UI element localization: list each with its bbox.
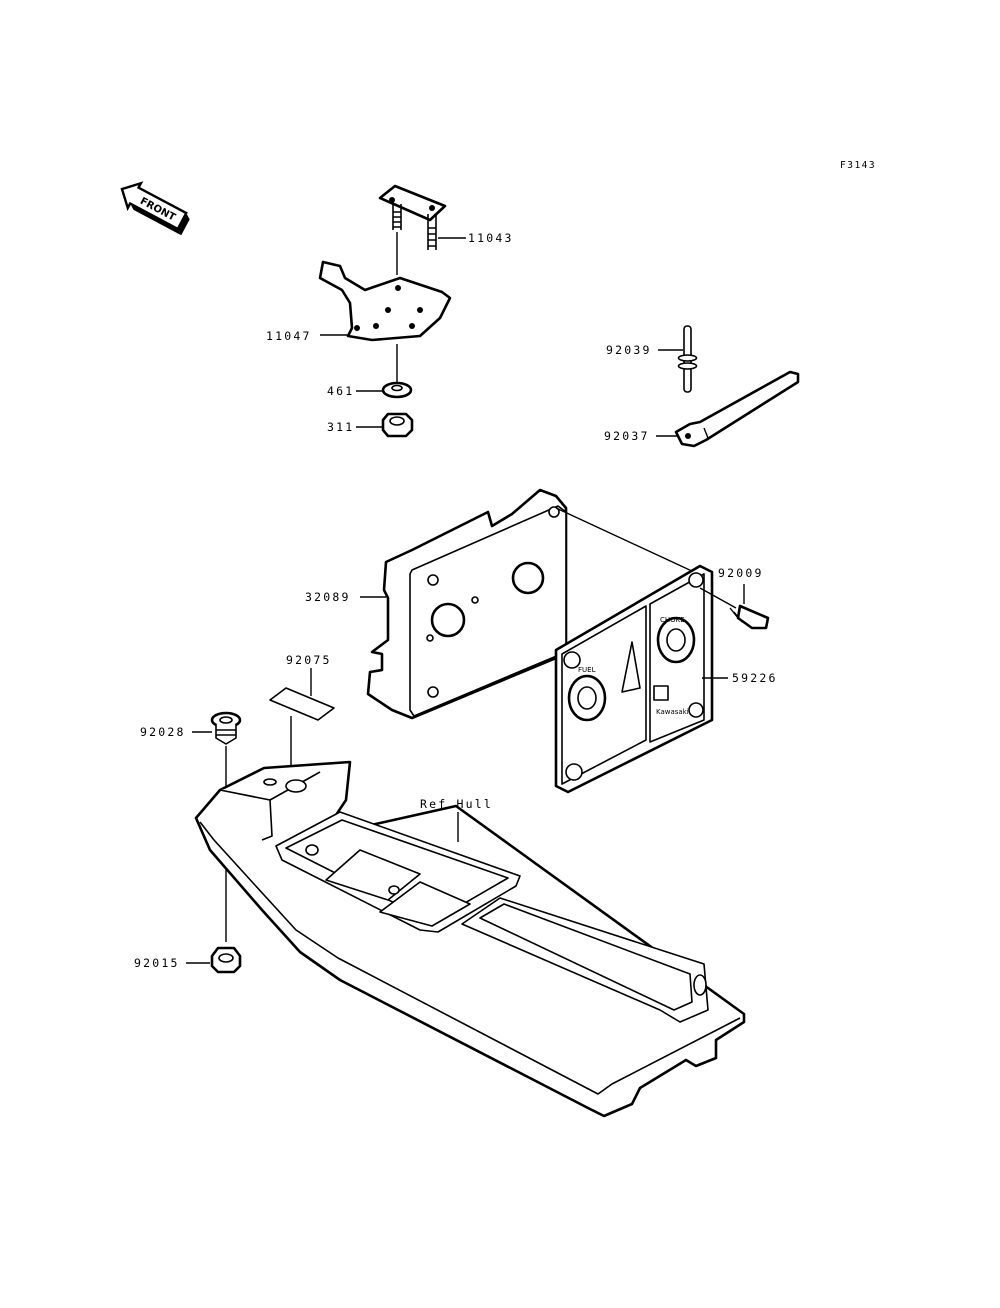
label-311: 311 [327,420,354,434]
nut-311 [381,412,414,438]
label-92028: 92028 [140,725,186,739]
control-panel-59226: FUEL CHOKE Kawasaki [554,564,714,794]
hull [194,760,746,1118]
brand-label: Kawasaki [656,708,689,716]
fuel-label: FUEL [578,666,596,674]
label-32089: 32089 [305,590,351,604]
decal-92075 [269,687,335,721]
label-11047: 11047 [266,329,312,343]
label-11043: 11043 [468,231,514,245]
label-59226: 59226 [732,671,778,685]
label-ref-hull: Ref.Hull [420,797,493,811]
washer-461 [381,381,413,399]
label-92037: 92037 [604,429,650,443]
bracket-11047 [318,260,452,342]
cover-32089 [366,488,568,720]
label-461: 461 [327,384,354,398]
figure-code: F3143 [840,160,876,171]
pin-92039 [677,325,698,393]
front-arrow-icon: FRONT [120,181,190,236]
label-92039: 92039 [606,343,652,357]
strap-92037 [674,370,800,448]
screw-92009 [699,587,770,630]
label-92009: 92009 [718,566,764,580]
nut-92015 [210,946,242,974]
bolt-plate-11043 [378,184,447,275]
plug-92028 [210,711,242,745]
label-92015: 92015 [134,956,180,970]
cover-panel-link-line [555,507,695,573]
choke-label: CHOKE [660,616,685,624]
label-92075: 92075 [286,653,332,667]
